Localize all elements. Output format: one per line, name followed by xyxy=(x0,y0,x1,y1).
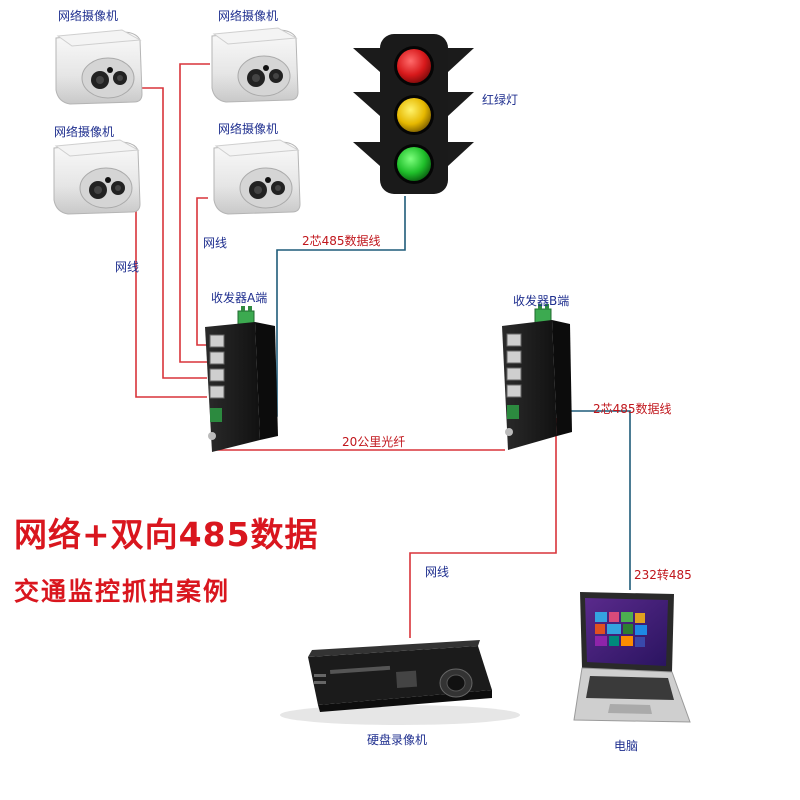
transceiver-a-label: 收发器A端 xyxy=(211,291,268,305)
rs232-cable-label: 232转485 xyxy=(634,568,692,582)
camera-label-4: 网络摄像机 xyxy=(218,122,279,136)
rs485-cable-label-a: 2芯485数据线 xyxy=(302,234,381,248)
network-cables xyxy=(135,63,557,638)
cable-camera-1 xyxy=(138,87,207,379)
cable-camera-3 xyxy=(135,208,207,398)
camera-3 xyxy=(53,139,141,215)
camera-2 xyxy=(211,27,299,103)
traffic-light xyxy=(353,34,474,194)
camera-label-1: 网络摄像机 xyxy=(58,9,119,23)
transceiver-b xyxy=(502,304,572,450)
dvr-label: 硬盘录像机 xyxy=(367,733,428,747)
network-cable-label-2: 网线 xyxy=(115,260,140,274)
cable-dvr xyxy=(409,418,557,638)
network-cable-label-3: 网线 xyxy=(425,565,450,579)
traffic-light-label: 红绿灯 xyxy=(482,93,519,107)
fiber-cable-label: 20公里光纤 xyxy=(342,435,406,449)
cable-camera-4 xyxy=(196,197,208,346)
transceiver-a xyxy=(205,306,278,452)
computer-label: 电脑 xyxy=(614,739,639,753)
network-cable-label-1: 网线 xyxy=(203,236,228,250)
camera-1 xyxy=(55,29,143,105)
rs485-cable-label-b: 2芯485数据线 xyxy=(593,402,672,416)
camera-label-2: 网络摄像机 xyxy=(218,9,279,23)
diagram-title: 网络+双向485数据 xyxy=(14,515,319,554)
laptop xyxy=(573,592,691,723)
transceiver-b-label: 收发器B端 xyxy=(513,294,570,308)
cable-camera-2 xyxy=(179,63,210,363)
camera-label-3: 网络摄像机 xyxy=(54,125,115,139)
diagram-subtitle: 交通监控抓拍案例 xyxy=(14,577,231,606)
dvr xyxy=(280,640,520,725)
camera-4 xyxy=(213,139,301,215)
